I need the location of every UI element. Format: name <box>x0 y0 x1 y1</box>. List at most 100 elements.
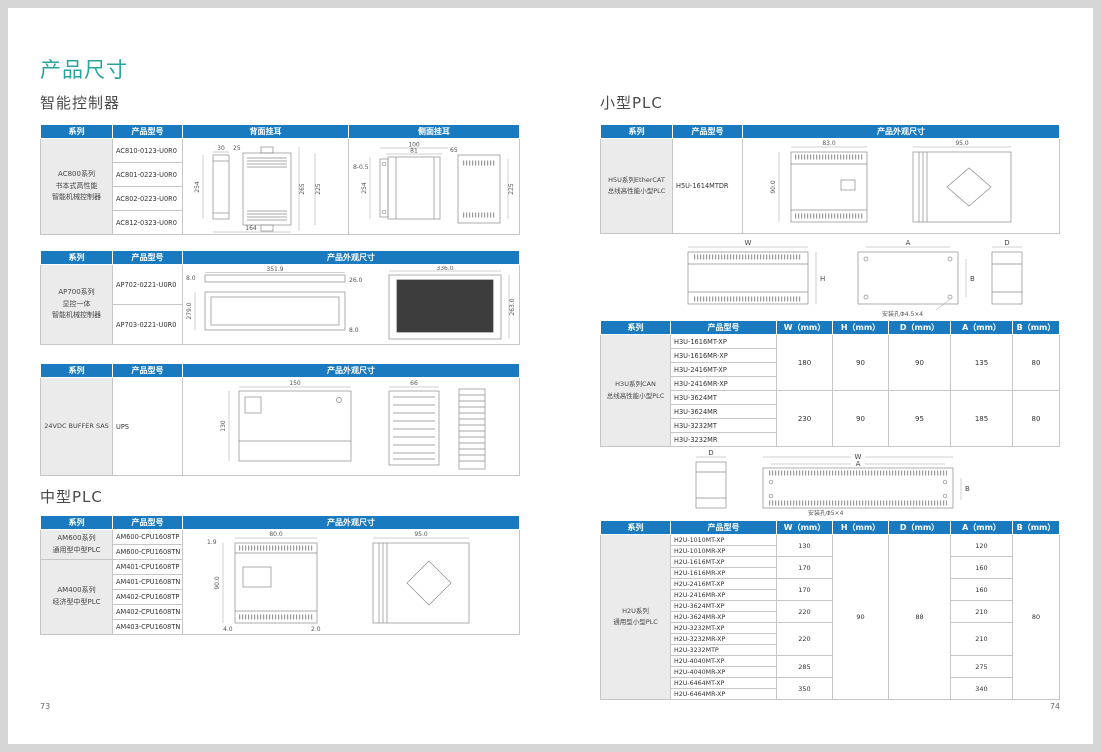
col-header-dimensions: 产品外观尺寸 <box>182 363 520 378</box>
col-header-a: A（mm） <box>950 320 1013 335</box>
col-header-dimensions: 产品外观尺寸 <box>182 250 520 265</box>
am-diagram-cell: 1.9 80.0 90.0 4.0 2.0 95.0 <box>182 529 520 635</box>
series-cell: AM400系列 经济型中型PLC <box>40 559 113 635</box>
dim-label: 130 <box>220 420 227 432</box>
a-value: 160 <box>950 578 1013 601</box>
dim-label: 150 <box>289 380 301 387</box>
series-cell: H3U系列CAN 总线高性能小型PLC <box>600 334 671 447</box>
ups-diagram: 150 130 66 <box>220 380 486 469</box>
dim-label: 90.0 <box>770 180 777 194</box>
w-value: 170 <box>776 556 833 579</box>
page-number-right: 74 <box>1049 702 1060 711</box>
model-cell: AM401-CPU1608TP <box>112 559 183 575</box>
drawing <box>778 146 1012 222</box>
dim-label: 90.0 <box>214 576 221 590</box>
dim-label: 164 <box>245 225 257 232</box>
series-cell: AC800系列 书本式高性能 智能机械控制器 <box>40 138 113 235</box>
model-cell: H3U-1616MR-XP <box>670 348 777 363</box>
dim-label-d: D <box>1004 240 1009 247</box>
series-cell: AP700系列 显控一体 智能机械控制器 <box>40 264 113 345</box>
b-value: 80 <box>1012 390 1060 447</box>
series-cell: AM600系列 通用型中型PLC <box>40 529 113 560</box>
dim-label: 83.0 <box>822 140 836 147</box>
model-cell: H2U-3624MR-XP <box>670 611 777 623</box>
series-line: 总线高性能小型PLC <box>607 187 666 195</box>
h5u-table: 系列 产品型号 产品外观尺寸 H5U系列EtherCAT 总线高性能小型PLC … <box>600 124 1060 234</box>
model-cell: H2U-4040MR-XP <box>670 666 777 678</box>
a-value: 275 <box>950 655 1013 678</box>
series-line: H2U系列 <box>622 606 649 615</box>
w-value: 220 <box>776 622 833 656</box>
drawing <box>228 386 486 469</box>
dim-label: 263.0 <box>509 298 516 315</box>
dim-label-b: B <box>970 275 975 283</box>
series-line: 通用型中型PLC <box>52 545 101 554</box>
series-line: 智能机械控制器 <box>52 193 101 202</box>
dim-label: 225 <box>508 183 515 195</box>
dim-label-a: A <box>856 460 861 468</box>
series-line: AC800系列 <box>58 169 95 178</box>
col-header-series: 系列 <box>40 124 113 139</box>
section-heading-medium-plc: 中型PLC <box>40 488 103 506</box>
dim-label: 80.0 <box>269 531 283 538</box>
col-header-series: 系列 <box>600 320 671 335</box>
dim-label-h: H <box>820 275 825 283</box>
dim-label-b: B <box>965 485 970 493</box>
dim-label: 8.0 <box>349 327 359 334</box>
model-cell: AM401-CPU1608TN <box>112 574 183 590</box>
series-line: 书本式高性能 <box>55 181 98 190</box>
am-diagram: 1.9 80.0 90.0 4.0 2.0 95.0 <box>207 531 470 633</box>
model-cell: H3U-2416MT-XP <box>670 362 777 377</box>
model-cell: H2U-4040MT-XP <box>670 655 777 667</box>
series-line: 经济型中型PLC <box>52 598 101 606</box>
d-value: 90 <box>888 334 951 391</box>
w-value: 230 <box>776 390 833 447</box>
model-cell: H2U-6464MR-XP <box>670 688 777 700</box>
series-line: 智能机械控制器 <box>52 311 101 320</box>
series-cell: H2U系列 通用型小型PLC <box>600 534 671 700</box>
series-line: AP700系列 <box>58 287 95 296</box>
dim-label: 225 <box>315 183 322 195</box>
dim-label: 1.9 <box>207 539 217 546</box>
h5u-diagram-cell: 83.0 90.0 95.0 <box>742 138 1060 234</box>
model-cell: AP703-0221-U0R0 <box>112 304 183 345</box>
col-header-series: 系列 <box>40 250 113 265</box>
w-value: 180 <box>776 334 833 391</box>
col-header-back-mount: 背面挂耳 <box>182 124 349 139</box>
page-title: 产品尺寸 <box>40 58 128 82</box>
series-line: H5U系列EtherCAT <box>608 175 665 184</box>
a-value: 340 <box>950 677 1013 700</box>
series-line: 通用型小型PLC <box>613 618 658 626</box>
dim-label: 8.0 <box>186 275 196 282</box>
col-header-dimensions: 产品外观尺寸 <box>182 515 520 530</box>
h5u-diagram: 83.0 90.0 95.0 <box>770 140 1012 222</box>
mounting-hole-note: 安装孔Φ5×4 <box>808 509 844 516</box>
dim-label: 279.0 <box>186 302 193 319</box>
page-number-left: 73 <box>40 702 51 711</box>
col-header-b: B（mm） <box>1012 520 1060 535</box>
h2u-dimension-diagram: D W A B 安装孔Φ5×4 <box>695 450 970 516</box>
am-plc-table: 系列 产品型号 产品外观尺寸 AM600系列 通用型中型PLC AM600-CP… <box>40 515 520 635</box>
model-cell: AC812-0323-U0R0 <box>112 210 183 235</box>
drawing <box>687 246 1023 311</box>
w-value: 285 <box>776 655 833 678</box>
col-header-dimensions: 产品外观尺寸 <box>742 124 1060 139</box>
model-cell: H2U-1010MT-XP <box>670 534 777 546</box>
dim-label: 265 <box>299 183 306 195</box>
h3u-table: 系列 产品型号 W（mm） H（mm） D（mm） A（mm） B（mm） H3… <box>600 320 1060 447</box>
h-value: 90 <box>832 534 889 700</box>
dim-label: 4.0 <box>223 626 233 633</box>
col-header-model: 产品型号 <box>112 250 183 265</box>
col-header-side-mount: 侧面挂耳 <box>348 124 520 139</box>
series-line: 24VDC BUFFER SAS <box>44 421 109 430</box>
col-header-series: 系列 <box>600 520 671 535</box>
series-line: 显控一体 <box>62 299 91 308</box>
dim-label-w: W <box>745 240 752 247</box>
ac800-back-diagram: 30 25 254 265 225 164 <box>194 145 322 232</box>
a-value: 210 <box>950 600 1013 623</box>
d-value: 95 <box>888 390 951 447</box>
dim-label-w: W <box>855 453 862 461</box>
model-cell: AC802-0223-U0R0 <box>112 186 183 211</box>
dim-label: 254 <box>194 181 201 193</box>
